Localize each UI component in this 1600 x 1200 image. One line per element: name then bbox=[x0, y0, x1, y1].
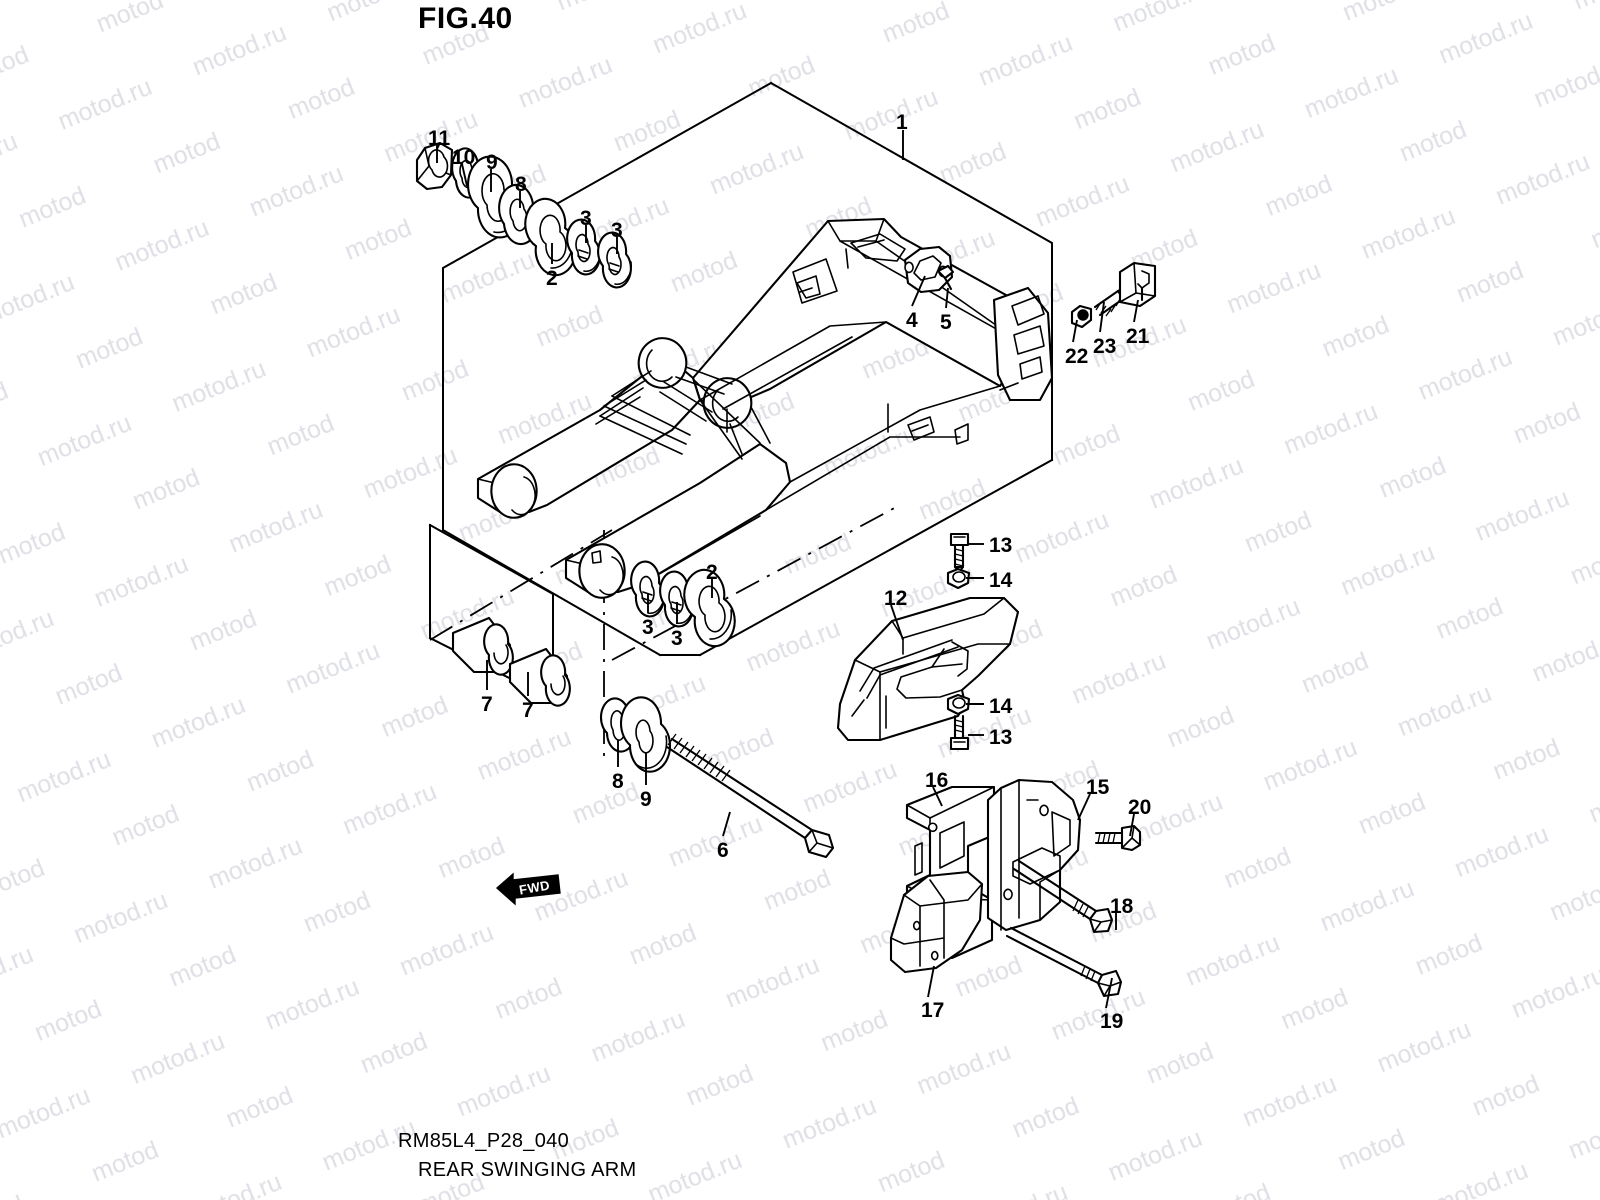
callout-19: 19 bbox=[1100, 1010, 1124, 1033]
callout-1: 1 bbox=[896, 111, 908, 134]
callout-13: 13 bbox=[989, 534, 1013, 557]
callout-14: 14 bbox=[989, 569, 1013, 592]
callout-8: 8 bbox=[612, 770, 624, 793]
callout-20: 20 bbox=[1128, 796, 1152, 819]
callout-3: 3 bbox=[580, 207, 592, 230]
callout-3: 3 bbox=[611, 219, 623, 242]
footer-code: RM85L4_P28_040 bbox=[398, 1130, 569, 1152]
callout-10: 10 bbox=[452, 146, 476, 169]
callout-2: 2 bbox=[706, 561, 718, 584]
callout-15: 15 bbox=[1086, 776, 1110, 799]
callout-3: 3 bbox=[642, 616, 654, 639]
callout-23: 23 bbox=[1093, 335, 1117, 358]
callout-3: 3 bbox=[671, 627, 683, 650]
callout-14: 14 bbox=[989, 695, 1013, 718]
callout-22: 22 bbox=[1065, 345, 1089, 368]
callout-16: 16 bbox=[925, 769, 949, 792]
callout-9: 9 bbox=[640, 788, 652, 811]
callout-12: 12 bbox=[884, 587, 908, 610]
callout-13: 13 bbox=[989, 726, 1013, 749]
callout-21: 21 bbox=[1126, 325, 1150, 348]
fwd-label: FWD bbox=[517, 877, 552, 898]
callout-8: 8 bbox=[515, 173, 527, 196]
callout-11: 11 bbox=[428, 127, 451, 150]
callout-17: 17 bbox=[921, 999, 945, 1022]
callout-18: 18 bbox=[1110, 895, 1134, 918]
callout-6: 6 bbox=[717, 839, 729, 862]
callout-7: 7 bbox=[481, 693, 493, 716]
callout-5: 5 bbox=[940, 311, 952, 334]
callout-7: 7 bbox=[522, 699, 534, 722]
page-title: FIG.40 bbox=[418, 2, 513, 35]
footer-title: REAR SWINGING ARM bbox=[418, 1159, 637, 1181]
callout-2: 2 bbox=[546, 267, 558, 290]
callout-9: 9 bbox=[486, 151, 498, 174]
callout-4: 4 bbox=[906, 309, 918, 332]
